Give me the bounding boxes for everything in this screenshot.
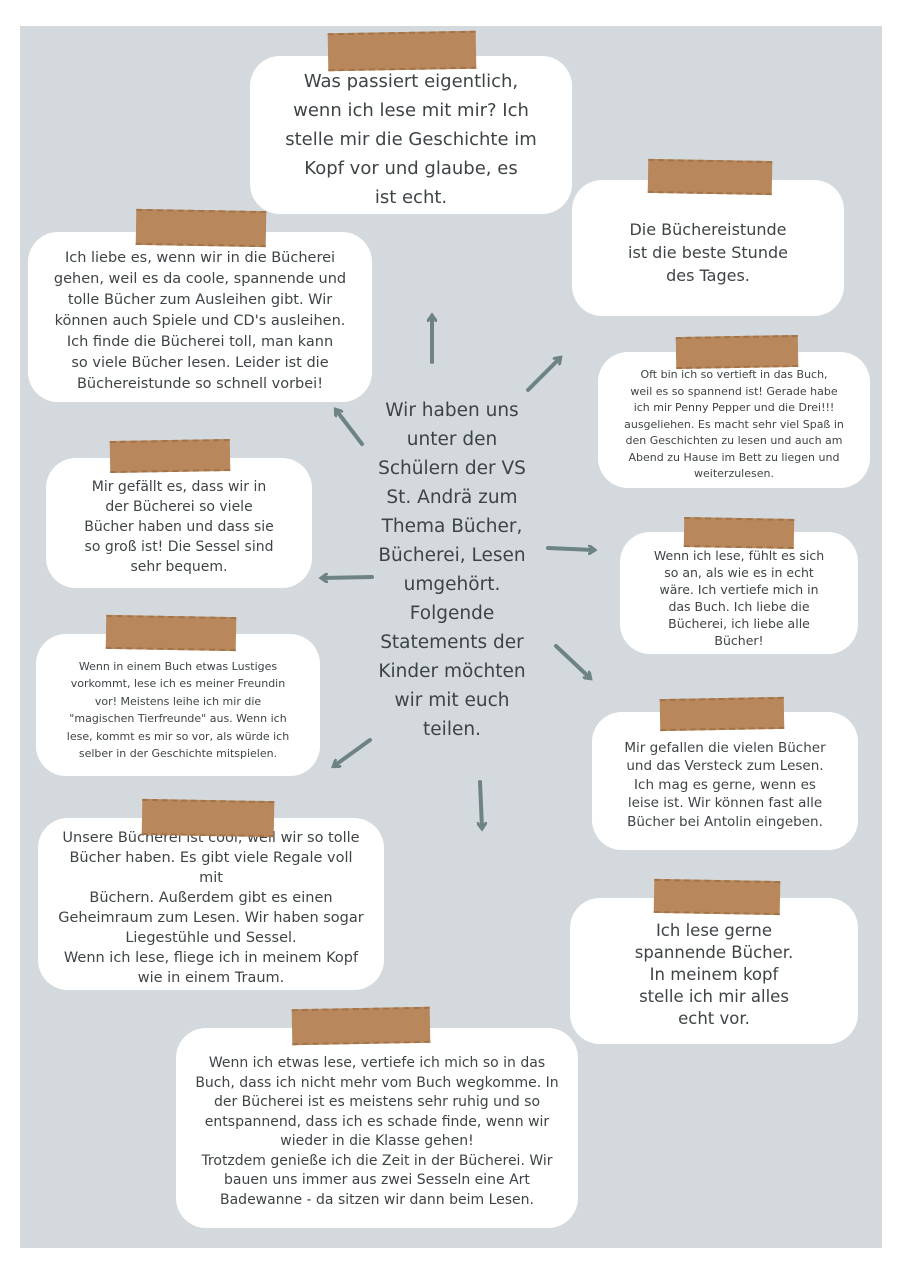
arrow-down [480, 780, 482, 828]
statement-text: Oft bin ich so vertieft in das Buch, wei… [624, 368, 844, 481]
statement-text: Was passiert eigentlich, wenn ich lese m… [285, 70, 537, 208]
statement-card-feels-real: Wenn ich lese, fühlt es sich so an, als … [620, 532, 858, 654]
arrow-up-right [526, 358, 560, 392]
statement-card-many-books: Mir gefällt es, dass wir in der Bücherei… [46, 458, 312, 588]
statement-text: Mir gefallen die vielen Bücher und das V… [624, 739, 826, 830]
statement-card-top: Was passiert eigentlich, wenn ich lese m… [250, 56, 572, 214]
statement-card-love-library: Ich liebe es, wenn wir in die Bücherei g… [28, 232, 372, 402]
statement-text: Ich lese gerne spannende Bücher. In mein… [634, 921, 794, 1028]
statement-text: Ich liebe es, wenn wir in die Bücherei g… [53, 249, 347, 392]
arrow-down-left [334, 738, 372, 766]
statement-card-absorbed: Oft bin ich so vertieft in das Buch, wei… [598, 352, 870, 488]
statement-text: Wenn ich etwas lese, vertiefe ich mich s… [195, 1055, 559, 1208]
statement-text: Unsere Bücherei ist cool, weil wir so to… [58, 830, 364, 986]
statement-card-cool-library: Unsere Bücherei ist cool, weil wir so to… [38, 818, 384, 990]
arrow-down-right [554, 644, 590, 678]
arrow-left [322, 577, 374, 578]
statement-text: Die Büchereistunde ist die beste Stunde … [628, 219, 788, 285]
arrow-right [546, 548, 594, 550]
statement-card-bathtub: Wenn ich etwas lese, vertiefe ich mich s… [176, 1028, 578, 1228]
statement-card-funny: Wenn in einem Buch etwas Lustiges vorkom… [36, 634, 320, 776]
arrow-up-left [336, 410, 364, 446]
statement-card-best-hour: Die Büchereistunde ist die beste Stunde … [572, 180, 844, 316]
statement-text: Wenn in einem Buch etwas Lustiges vorkom… [66, 659, 290, 761]
statement-card-exciting: Ich lese gerne spannende Bücher. In mein… [570, 898, 858, 1044]
statement-text: Mir gefällt es, dass wir in der Bücherei… [84, 479, 274, 575]
statement-text: Wenn ich lese, fühlt es sich so an, als … [653, 548, 825, 648]
statement-card-hideout: Mir gefallen die vielen Bücher und das V… [592, 712, 858, 850]
center-intro-text: Wir haben uns unter den Schülern der VS … [378, 400, 526, 740]
